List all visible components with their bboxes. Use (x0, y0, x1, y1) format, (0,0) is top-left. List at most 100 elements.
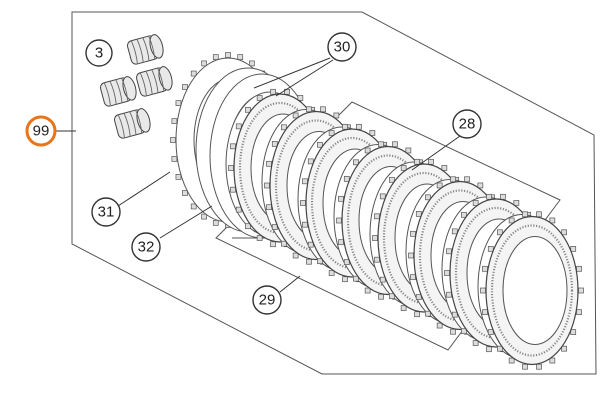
disc-tooth (408, 252, 414, 259)
disc-tooth (228, 165, 234, 171)
disc-tooth (576, 265, 582, 272)
disc-tooth (328, 130, 335, 136)
callout-28-label: 28 (459, 116, 476, 133)
callout-32[interactable]: 32 (131, 232, 161, 262)
callout-3[interactable]: 3 (85, 39, 113, 67)
leader-32 (159, 205, 213, 239)
disc-tooth (302, 221, 308, 228)
disc-tooth (378, 293, 384, 300)
disc-tooth (578, 287, 584, 294)
disc-tooth (230, 143, 236, 150)
disc-tooth (522, 211, 528, 218)
callout-32-label: 32 (138, 239, 155, 256)
callout-99-ring (25, 115, 57, 147)
disc-tooth (201, 60, 207, 67)
disc-tooth (513, 200, 520, 206)
disc-tooth (400, 165, 407, 171)
disc-tooth (508, 217, 515, 224)
disc-tooth (306, 258, 312, 265)
callout-29[interactable]: 29 (252, 285, 282, 315)
disc-tooth (364, 287, 371, 294)
disc-tooth (480, 287, 486, 294)
disc-tooth (170, 137, 176, 143)
disc-tooth (342, 276, 348, 283)
disc-tooth (237, 54, 244, 60)
leader-29 (279, 275, 301, 293)
spring-group (99, 34, 173, 139)
disc-tooth (486, 346, 492, 353)
disc-tooth (333, 112, 340, 119)
disc-tooth (497, 229, 503, 236)
callout-31[interactable]: 31 (91, 197, 121, 227)
disc-tooth (225, 52, 231, 58)
disc-tooth (425, 310, 431, 317)
callout-31-ring (91, 197, 121, 227)
disc-tooth (171, 118, 178, 124)
disc-tooth (190, 70, 197, 77)
callout-30[interactable]: 30 (327, 32, 357, 62)
disc-tooth (175, 174, 182, 180)
disc-tooth (410, 230, 416, 237)
disc-tooth (317, 258, 323, 265)
disc-tooth (245, 223, 251, 230)
callout-31-label: 31 (98, 204, 115, 221)
disc-tooth (338, 195, 344, 202)
disc-tooth (436, 182, 443, 189)
disc-tooth (441, 165, 448, 171)
disc-tooth (182, 84, 188, 90)
disc-tooth (320, 106, 326, 113)
disc-tooth (374, 213, 380, 220)
disc-tooth (464, 176, 470, 183)
disc-tooth (497, 345, 503, 352)
disc-tooth (306, 106, 312, 113)
disc-tooth (356, 123, 362, 130)
callout-30-ring (327, 32, 357, 62)
disc-tooth (201, 213, 207, 220)
spring-1 (126, 34, 164, 65)
disc-tooth (436, 322, 443, 329)
disc-tooth (400, 305, 407, 311)
disc-tooth (230, 186, 236, 193)
disc-tooth (245, 106, 251, 113)
callout-28-ring (452, 109, 482, 139)
disc-tooth (317, 141, 323, 148)
disc-tooth (369, 130, 376, 136)
disc-tooth (171, 156, 178, 162)
disc-tooth (264, 182, 270, 189)
disc-tooth (281, 240, 287, 247)
disc-tooth (389, 293, 395, 300)
disc-tooth (414, 158, 420, 165)
disc-tooth (353, 159, 359, 166)
callout-29-ring (252, 285, 282, 315)
disc-tooth (536, 211, 542, 218)
disc-tooth (549, 217, 556, 224)
disc-tooth (500, 193, 506, 200)
disc-tooth (372, 235, 378, 241)
disc-tooth (182, 190, 188, 196)
disc-tooth (425, 194, 431, 201)
disc-tooth (522, 363, 528, 370)
leader-lines (56, 57, 461, 293)
disc-tooth (428, 158, 434, 165)
disc-tooth (405, 147, 412, 154)
callout-99-label: 99 (33, 123, 50, 140)
disc-tooth (389, 176, 395, 183)
disc-tooth (175, 100, 182, 106)
callout-28[interactable]: 28 (452, 109, 482, 139)
disc-tooth (249, 60, 255, 67)
callout-30-label: 30 (334, 39, 351, 56)
disc-tooth (410, 274, 416, 281)
disc-tooth (292, 112, 299, 119)
callout-99[interactable]: 99 (25, 115, 57, 147)
disc-tooth (561, 229, 567, 236)
disc-tooth (482, 265, 488, 272)
disc-tooth (536, 363, 542, 370)
friction-disc (480, 211, 584, 370)
disc-tooth (482, 309, 488, 316)
spring-2 (135, 66, 173, 97)
disc-tooth (378, 141, 384, 148)
disc-tooth (576, 309, 582, 316)
disc-tooth (508, 357, 515, 364)
disc-tooth (561, 345, 567, 352)
callout-3-label: 3 (95, 45, 103, 62)
